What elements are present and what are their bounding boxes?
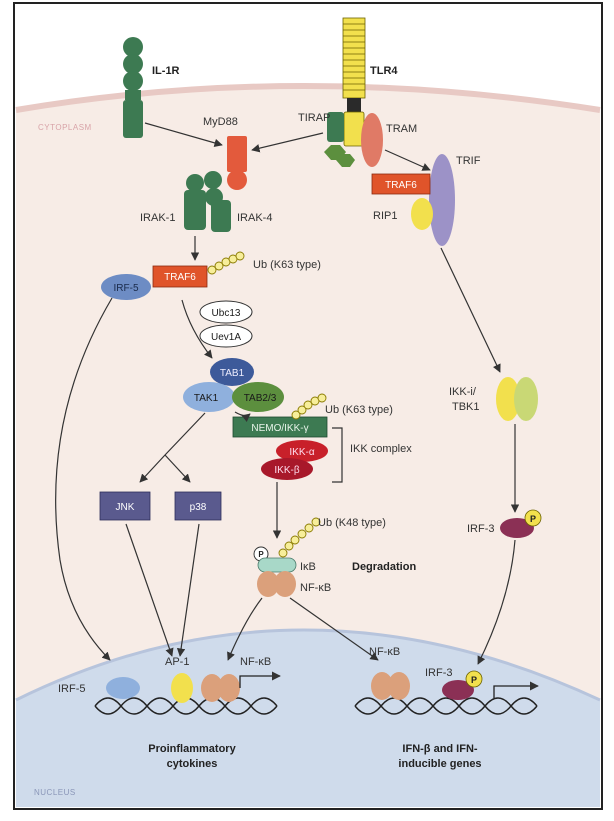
ikka-label: IKK-α: [289, 447, 314, 458]
ikb-protein: [258, 558, 296, 572]
myd88-label: MyD88: [203, 116, 238, 128]
tbk1-label: TBK1: [452, 401, 480, 413]
ubc13-label: Ubc13: [212, 308, 241, 319]
ub-k63-label-b: Ub (K63 type): [325, 404, 393, 416]
tlr4-label: TLR4: [370, 65, 398, 77]
irf3-nucleus-phospho-label: P: [471, 675, 477, 685]
traf6-trif-label: TRAF6: [385, 180, 417, 191]
uev1a-label: Uev1A: [211, 332, 241, 343]
ub-k48-label: Ub (K48 type): [318, 517, 386, 529]
cytoplasm-label: CYTOPLASM: [38, 123, 92, 132]
irf5-nucleus-label: IRF-5: [58, 683, 86, 695]
myd88-adaptor: [227, 136, 247, 190]
rip1-label: RIP1: [373, 210, 397, 222]
tab1-label: TAB1: [220, 368, 245, 379]
nfkb-nucleus-right-label: NF-κB: [369, 646, 400, 658]
genes-right-line2: inducible genes: [398, 758, 481, 770]
nemo-label: NEMO/IKK-γ: [251, 423, 308, 434]
degradation-label: Degradation: [352, 561, 416, 573]
irf3-nucleus-label: IRF-3: [425, 667, 453, 679]
tram-adaptor: [361, 113, 383, 167]
ap1-protein: [171, 673, 193, 703]
genes-left-line1: Proinflammatory: [148, 743, 236, 755]
ikki-label: IKK-i/: [449, 386, 477, 398]
tak1-label: TAK1: [194, 393, 219, 404]
irf5-nucleus-protein: [106, 677, 140, 699]
ikk-complex-label: IKK complex: [350, 443, 412, 455]
trif-label: TRIF: [456, 155, 481, 167]
ikb-label: IκB: [300, 561, 316, 573]
il1r-receptor: [123, 37, 143, 138]
genes-left-line2: cytokines: [167, 758, 218, 770]
tab23-label: TAB2/3: [244, 393, 277, 404]
ikb-phospho-label: P: [258, 550, 264, 559]
tlr4-receptor: [343, 18, 365, 146]
irf5-cyto-label: IRF-5: [114, 283, 139, 294]
nucleus-label: NUCLEUS: [34, 788, 76, 797]
tirap-label: TIRAP: [298, 112, 330, 124]
irf3-cyto-phospho-label: P: [530, 514, 536, 524]
nfkb-cyto-label: NF-κB: [300, 582, 331, 594]
irak4-label: IRAK-4: [237, 212, 272, 224]
il1r-label: IL-1R: [152, 65, 180, 77]
nfkb-nucleus-left-label: NF-κB: [240, 656, 271, 668]
traf6-label: TRAF6: [164, 272, 196, 283]
tram-label: TRAM: [386, 123, 417, 135]
ap1-label: AP-1: [165, 656, 189, 668]
jnk-label: JNK: [116, 502, 135, 513]
irak1-label: IRAK-1: [140, 212, 175, 224]
ub-k63-label-a: Ub (K63 type): [253, 259, 321, 271]
irf3-cyto-label: IRF-3: [467, 523, 495, 535]
ikkb-label: IKK-β: [274, 465, 299, 476]
genes-right-line1: IFN-β and IFN-: [402, 743, 477, 755]
p38-label: p38: [190, 502, 207, 513]
